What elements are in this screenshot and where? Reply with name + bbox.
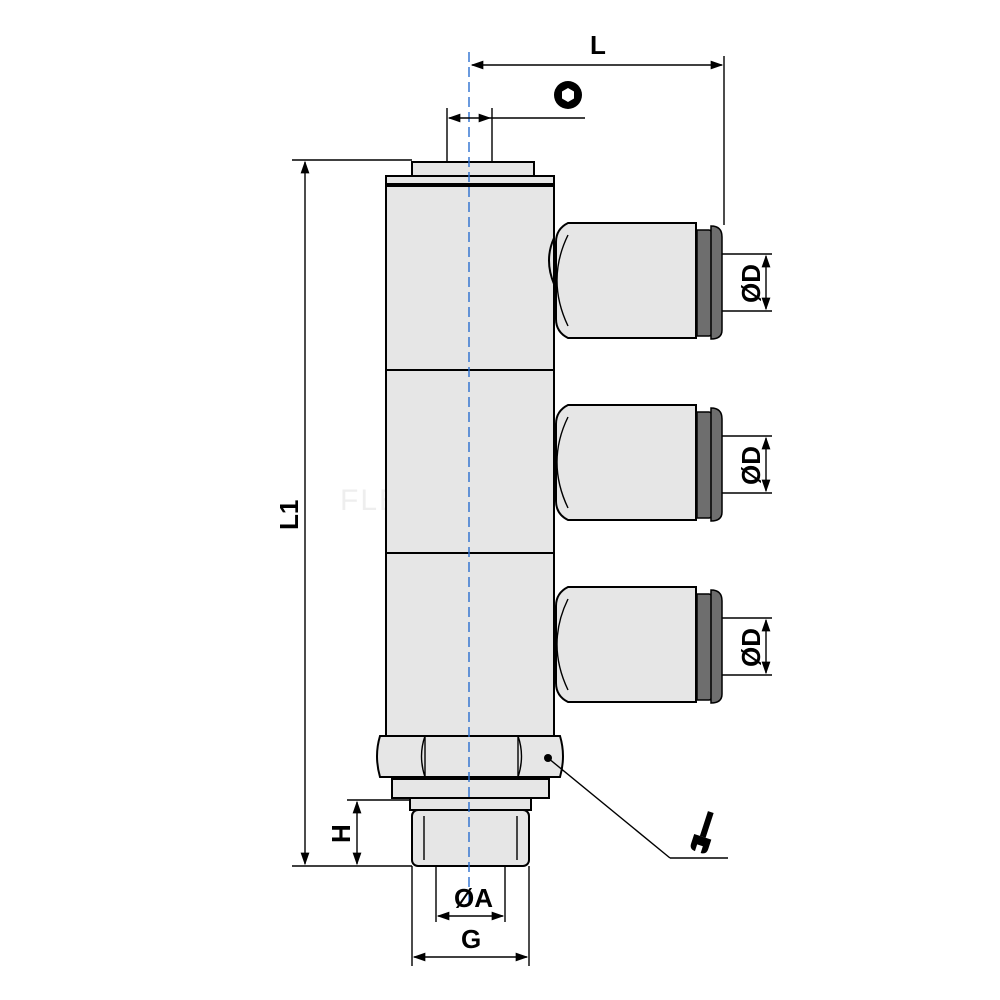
dimension-L: L xyxy=(470,30,725,225)
dimension-OA: ØA xyxy=(435,866,506,922)
push-fitting-1 xyxy=(548,222,723,340)
dimension-OD-3: ØD xyxy=(722,617,772,676)
label-OA: ØA xyxy=(454,883,493,913)
label-OD-2: ØD xyxy=(736,446,766,485)
dimension-OD-2: ØD xyxy=(722,435,772,494)
manifold-body xyxy=(376,161,564,867)
dimension-H: H xyxy=(326,799,410,866)
dimension-OD-1: ØD xyxy=(722,253,772,312)
dimension-G: G xyxy=(411,866,530,966)
dimension-hex-socket xyxy=(446,81,585,162)
wrench-leader xyxy=(544,754,728,859)
hex-nut xyxy=(376,735,564,778)
wrench-icon xyxy=(690,811,714,854)
label-L: L xyxy=(590,30,606,60)
label-OD-1: ØD xyxy=(736,264,766,303)
label-H: H xyxy=(326,824,356,843)
label-G: G xyxy=(461,924,481,954)
label-L1: L1 xyxy=(274,500,304,530)
push-fitting-3 xyxy=(555,586,723,704)
label-OD-3: ØD xyxy=(736,628,766,667)
dimension-L1: L1 xyxy=(274,159,412,867)
hex-socket-icon xyxy=(554,81,582,109)
push-fitting-2 xyxy=(555,404,723,522)
